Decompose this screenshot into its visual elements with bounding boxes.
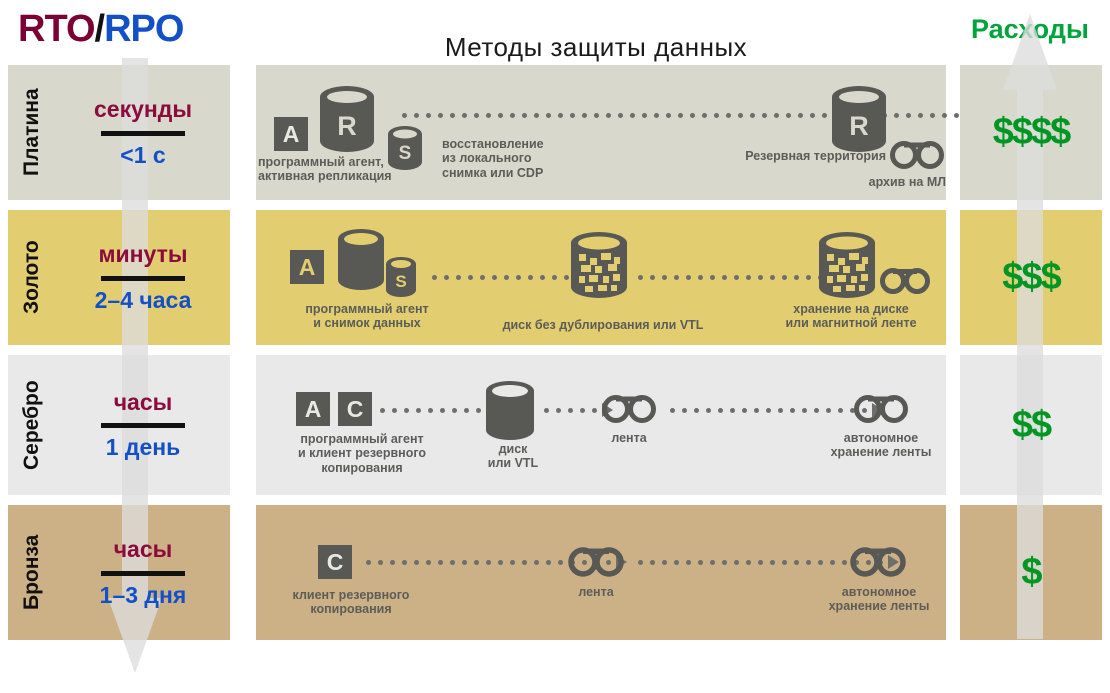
heading-slash: / (94, 8, 106, 50)
svg-text:R: R (337, 111, 357, 141)
node-caption: программный агент и клиент резервного ко… (297, 432, 427, 475)
rto-heading-text: RTO (18, 8, 96, 50)
node-caption: лента (578, 585, 614, 599)
cost-value-silver: $$ (1011, 403, 1052, 446)
agent-chip-icon: A (290, 250, 324, 284)
tier-rto-cell-silver: часы 1 день (56, 355, 230, 495)
tape-reel-icon (602, 395, 656, 428)
tier-rto-cell-bronze: часы 1–3 дня (56, 505, 230, 640)
tape-reel-icon (880, 268, 930, 299)
tape-reel-icon (890, 141, 944, 174)
database-cylinder-icon: S (384, 256, 418, 303)
node-caption: восстановление из локального снимка или … (442, 137, 544, 180)
tier-name-gold: Золото (20, 240, 43, 315)
flow-arrow (544, 403, 613, 417)
tape-reel-icon (850, 547, 906, 582)
flow-arrow (638, 270, 875, 284)
tier-cost-cell-bronze: $ (960, 505, 1102, 640)
dedupe-disk-icon (568, 230, 630, 307)
cost-value-gold: $$$ (1002, 256, 1061, 298)
tier-name-silver: Серебро (20, 380, 43, 470)
database-cylinder-icon: R (318, 85, 376, 158)
rpo-value-bronze: 1–3 дня (99, 581, 187, 608)
agent-chip-icon: C (338, 392, 372, 426)
rto-rpo-divider (101, 130, 185, 136)
svg-text:S: S (395, 272, 406, 291)
node-caption: клиент резервного копирования (292, 588, 410, 617)
tier-label-cell-bronze: Бронза (8, 505, 56, 640)
rpo-value-platinum: <1 с (120, 141, 166, 168)
cost-value-bronze: $ (1021, 551, 1042, 593)
node-caption: архив на МЛ (868, 175, 946, 189)
rto-value-gold: минуты (98, 241, 188, 268)
dedupe-disk-icon (816, 230, 878, 307)
cost-heading: Расходы (970, 14, 1089, 44)
rto-rpo-divider (101, 570, 185, 576)
tape-reel-icon (854, 395, 908, 428)
tier-diagram-gold: A S (256, 210, 946, 345)
tier-label-cell-gold: Золото (8, 210, 56, 345)
tier-cost-cell-platinum: $$$$ (960, 65, 1102, 200)
tier-name-bronze: Бронза (20, 534, 43, 611)
flow-arrow (670, 403, 883, 417)
tier-row-gold: Золото минуты 2–4 часа A (0, 210, 1110, 345)
tier-diagram-platinum: A R S (256, 65, 975, 200)
tier-diagram-bronze: C (256, 505, 946, 640)
node-caption: диск без дублирования или VTL (502, 318, 704, 332)
tier-rto-cell-gold: минуты 2–4 часа (56, 210, 230, 345)
rpo-heading-text: RPO (104, 8, 184, 50)
tier-label-cell-platinum: Платина (8, 65, 56, 200)
tier-label-cell-silver: Серебро (8, 355, 56, 495)
database-cylinder-icon: R (830, 85, 888, 158)
rto-rpo-divider (101, 275, 185, 281)
node-caption: программный агент и снимок данных (305, 302, 429, 331)
svg-text:S: S (399, 143, 412, 164)
tape-reel-icon (568, 547, 624, 582)
flow-arrow (402, 108, 975, 122)
tier-name-platinum: Платина (20, 88, 43, 177)
database-cylinder-icon (336, 228, 386, 297)
tier-row-platinum: Платина секунды <1 с A (0, 65, 1110, 200)
node-caption: диск или VTL (487, 442, 539, 471)
rpo-value-silver: 1 день (105, 434, 181, 460)
rto-value-bronze: часы (113, 536, 173, 563)
tier-row-bronze: Бронза часы 1–3 дня C (0, 505, 1110, 640)
flow-arrow (366, 555, 627, 569)
database-cylinder-icon (484, 380, 536, 447)
flow-arrow (432, 270, 585, 284)
node-caption: Резервная территория (745, 149, 886, 163)
node-caption: автономное хранение ленты (830, 431, 932, 460)
flow-arrow (380, 403, 497, 417)
rto-value-silver: часы (113, 388, 173, 415)
database-cylinder-icon: S (386, 125, 424, 176)
cost-value-platinum: $$$$ (992, 111, 1072, 153)
flow-arrow (638, 555, 899, 569)
node-caption: хранение на диске или магнитной ленте (785, 302, 917, 331)
tier-diagram-silver: A C (256, 355, 946, 495)
agent-chip-icon: A (274, 117, 308, 151)
tier-rto-cell-platinum: секунды <1 с (56, 65, 230, 200)
agent-chip-icon: C (318, 545, 352, 579)
svg-text:R: R (849, 111, 869, 141)
rto-rpo-divider (101, 423, 185, 428)
node-caption: лента (611, 431, 647, 445)
node-caption: программный агент, активная репликация (258, 155, 392, 184)
tier-cost-cell-silver: $$ (960, 355, 1102, 495)
tier-row-silver: Серебро часы 1 день A C (0, 355, 1110, 495)
agent-chip-icon: A (296, 392, 330, 426)
rto-rpo-heading: RTO/RPO (18, 8, 184, 50)
rto-value-platinum: секунды (93, 96, 193, 123)
page-title: Методы защиты данных (444, 32, 748, 62)
rpo-value-gold: 2–4 часа (94, 286, 192, 313)
tier-cost-cell-gold: $$$ (960, 210, 1102, 345)
node-caption: автономное хранение ленты (828, 585, 930, 614)
